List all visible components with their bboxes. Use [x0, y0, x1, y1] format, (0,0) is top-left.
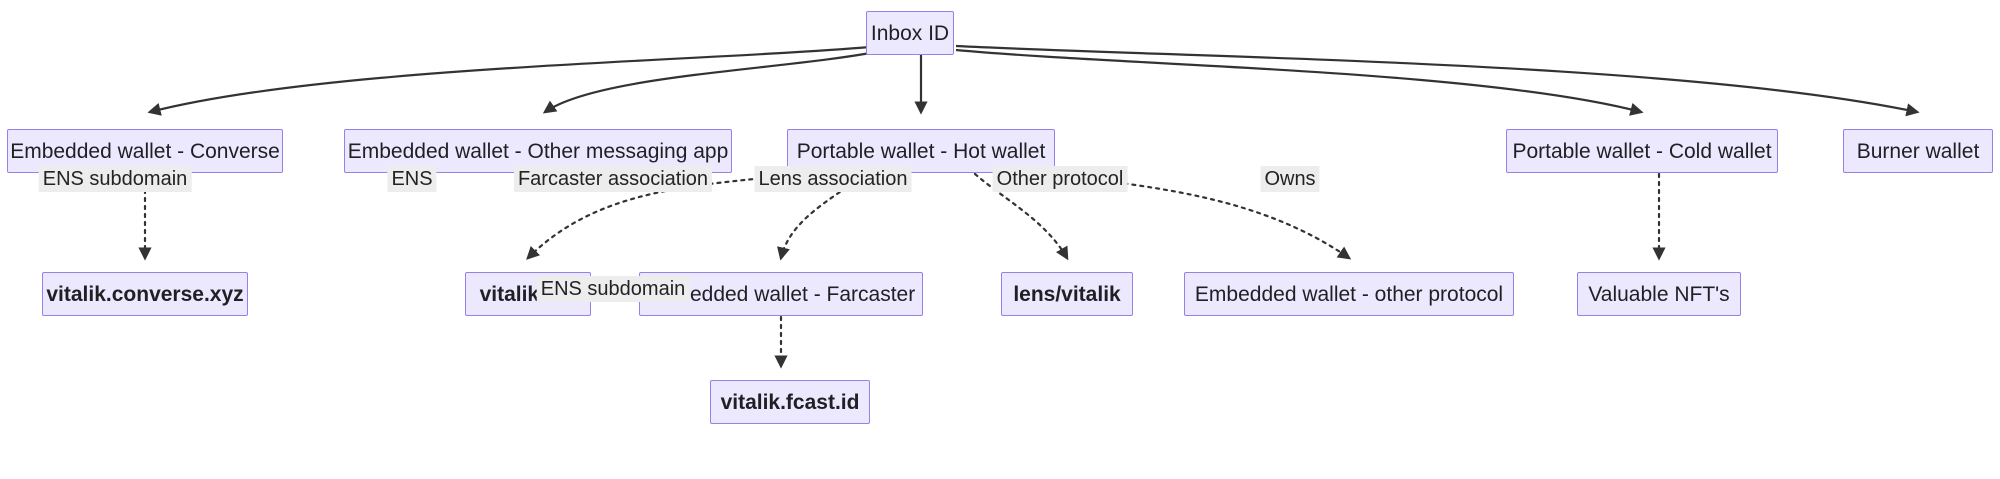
edge-label-lens-association: Lens association: [754, 166, 912, 192]
edge-inbox-to-burner-wallet: [955, 44, 1920, 117]
node-embedded-wallet-other-protocol[interactable]: Embedded wallet - other protocol: [1184, 272, 1514, 316]
node-portable-wallet-cold-wallet[interactable]: Portable wallet - Cold wallet: [1506, 129, 1778, 173]
edge-label-ens-subdomain-converse: ENS subdomain: [38, 166, 192, 192]
edge-inbox-to-cold-wallet: [955, 48, 1644, 116]
edge-label-owns: Owns: [1260, 166, 1320, 192]
node-valuable-nfts[interactable]: Valuable NFT's: [1577, 272, 1741, 316]
edge-label-farcaster-association: Farcaster association: [513, 166, 713, 192]
node-inbox-id[interactable]: Inbox ID: [866, 11, 954, 55]
edge-label-ens: ENS: [387, 166, 437, 192]
node-embedded-wallet-converse[interactable]: Embedded wallet - Converse: [7, 129, 283, 173]
edge-inbox-to-other-messaging: [542, 48, 887, 114]
node-embedded-wallet-other-messaging-app[interactable]: Embedded wallet - Other messaging app: [344, 129, 732, 173]
node-vitalik-converse-xyz[interactable]: vitalik.converse.xyz: [42, 272, 248, 316]
edge-label-other-protocol: Other protocol: [992, 166, 1128, 192]
node-burner-wallet[interactable]: Burner wallet: [1843, 129, 1993, 173]
node-portable-wallet-hot-wallet[interactable]: Portable wallet - Hot wallet: [787, 129, 1055, 173]
edge-inbox-to-converse: [147, 44, 883, 116]
solid-edges-from-inbox: [147, 44, 1920, 117]
dotted-edges: [138, 172, 1666, 369]
node-lens-vitalik[interactable]: lens/vitalik: [1001, 272, 1133, 316]
node-vitalik-fcast-id[interactable]: vitalik.fcast.id: [710, 380, 870, 424]
edge-label-ens-subdomain-farcaster: ENS subdomain: [536, 276, 690, 302]
